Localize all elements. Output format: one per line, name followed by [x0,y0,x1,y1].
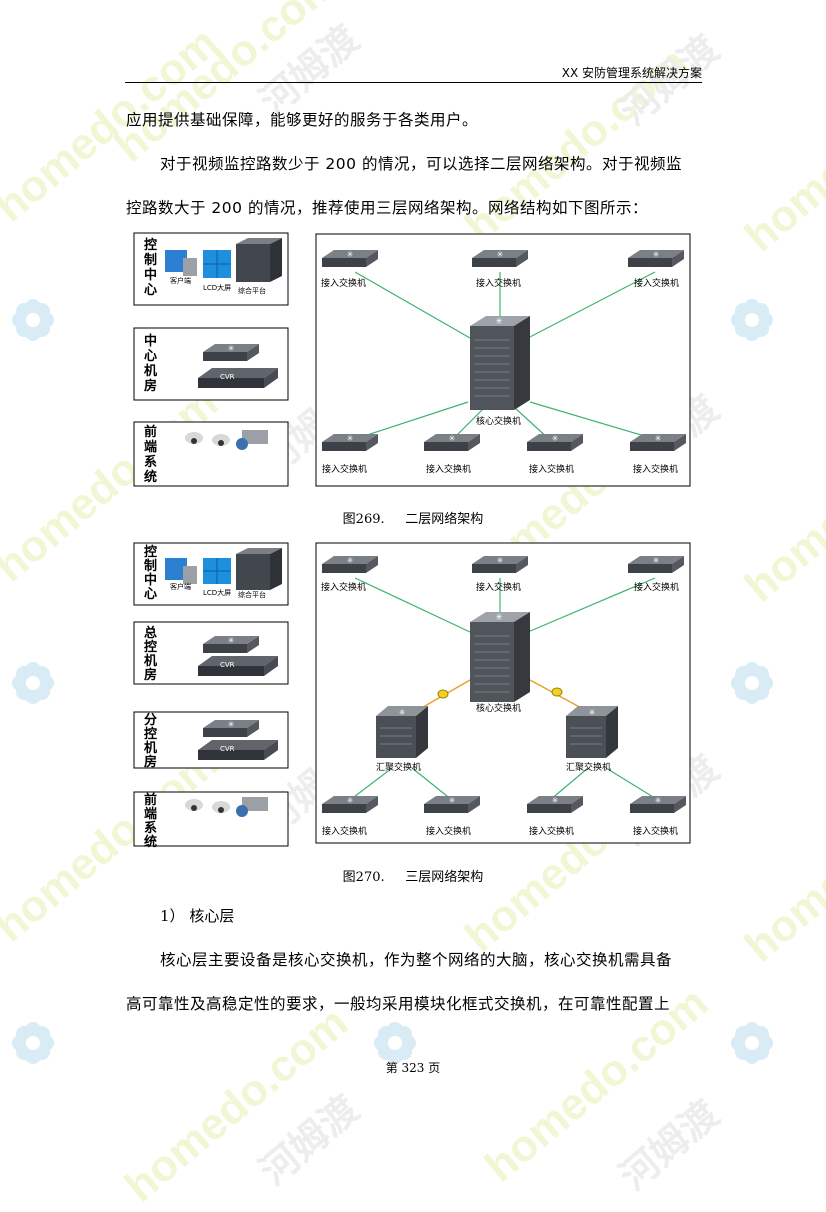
section-number: 1） [160,907,185,925]
cvr-label: CVR [220,745,235,753]
paragraph: 控路数大于 200 的情况，推荐使用三层网络架构。网络结构如下图所示： [126,199,648,217]
figure-caption: 图270. 三层网络架构 [0,866,826,885]
paragraph: 高可靠性及高稳定性的要求，一般均采用模块化框式交换机，在可靠性配置上 [126,995,671,1013]
section-heading: 1） 核心层 [160,905,234,926]
access-switch-label: 接入交换机 [476,583,522,593]
device-label: LCD大屏 [203,284,232,292]
pc-icon [183,566,197,584]
tier-label: 前端系统 [144,425,158,485]
tier-label: 分控机房 [144,713,158,770]
dome-camera-icon [185,799,203,811]
cvr-label: CVR [220,661,235,669]
tier-box [133,327,289,401]
paragraph: 核心层主要设备是核心交换机，作为整个网络的大脑，核心交换机需具备 [160,951,673,969]
access-switch-label: 接入交换机 [476,279,522,289]
tier-label: 总控机房 [144,626,158,683]
switch-icon [203,636,259,653]
section-title: 核心层 [189,907,235,925]
device-label: 综合平台 [238,591,266,599]
access-switch-icon [424,796,480,813]
monitor-icon [165,558,187,580]
aggregation-switch-label: 汇聚交换机 [376,763,422,773]
cvr-label: CVR [220,373,235,381]
link-lines [349,577,659,801]
monitor-icon [165,250,187,272]
header-rule [125,82,702,83]
fiber-connector-icon [437,689,449,699]
access-switch-label: 接入交换机 [426,827,472,837]
fiber-connector-icon [551,687,563,697]
access-switch-label: 接入交换机 [634,279,680,289]
device-label: 综合平台 [238,287,266,295]
switch-icon [203,720,259,737]
core-switch-label: 核心交换机 [476,417,522,427]
aggregation-switch-icon [375,705,429,759]
tier-label: 控制中心 [144,238,158,298]
access-switch-icon [472,556,528,573]
access-switch-label: 接入交换机 [426,465,472,475]
access-switch-label: 接入交换机 [634,583,680,593]
access-switch-label: 接入交换机 [322,465,368,475]
pc-icon [183,258,197,276]
server-icon [236,554,270,590]
device-label: LCD大屏 [203,589,232,597]
caption-text: 三层网络架构 [405,870,484,885]
access-switch-icon [527,796,583,813]
core-switch-label: 核心交换机 [476,704,522,714]
access-switch-label: 接入交换机 [322,827,368,837]
bullet-camera-icon [242,430,268,444]
caption-number: 图270. [342,870,385,885]
link-lines [351,271,659,441]
tier-label: 中心机房 [144,334,158,394]
access-switch-label: 接入交换机 [529,465,575,475]
dome-camera-icon [212,801,230,813]
access-switch-label: 接入交换机 [633,827,679,837]
caption-text: 二层网络架构 [405,512,484,527]
access-switch-icon [322,556,378,573]
figure-caption: 图269. 二层网络架构 [0,508,826,527]
core-switch-icon: ✳ [470,612,530,702]
caption-number: 图269. [342,512,385,527]
svg-text:✳: ✳ [495,317,503,327]
paragraph: 应用提供基础保障，能够更好的服务于各类用户。 [126,111,479,129]
aggregation-switch-label: 汇聚交换机 [566,763,612,773]
device-label: 客户端 [170,583,191,591]
server-icon [236,244,270,282]
cvr-icon [198,740,278,760]
access-switch-label: 接入交换机 [633,465,679,475]
tier-label: 前端系统 [144,793,158,850]
page-number: 第 323 页 [385,1061,441,1075]
access-switch-icon [322,796,378,813]
paragraph: 对于视频监控路数少于 200 的情况，可以选择二层网络架构。对于视频监 [160,155,682,173]
access-switch-label: 接入交换机 [321,583,367,593]
access-switch-icon [630,796,686,813]
device-label: 客户端 [170,277,191,285]
aggregation-switch-icon [565,705,619,759]
bullet-camera-icon [242,797,268,811]
figure-three-layer-network: ✳ ✳ [133,542,691,847]
access-switch-label: 接入交换机 [321,279,367,289]
header-title: XX 安防管理系统解决方案 [561,66,702,80]
access-switch-icon [628,556,684,573]
access-switch-label: 接入交换机 [529,827,575,837]
figure-two-layer-network: ✳ [133,232,691,487]
cvr-icon [198,656,278,676]
svg-text:✳: ✳ [495,613,503,623]
core-switch-icon: ✳ [470,316,530,410]
tier-label: 控制中心 [144,545,158,602]
